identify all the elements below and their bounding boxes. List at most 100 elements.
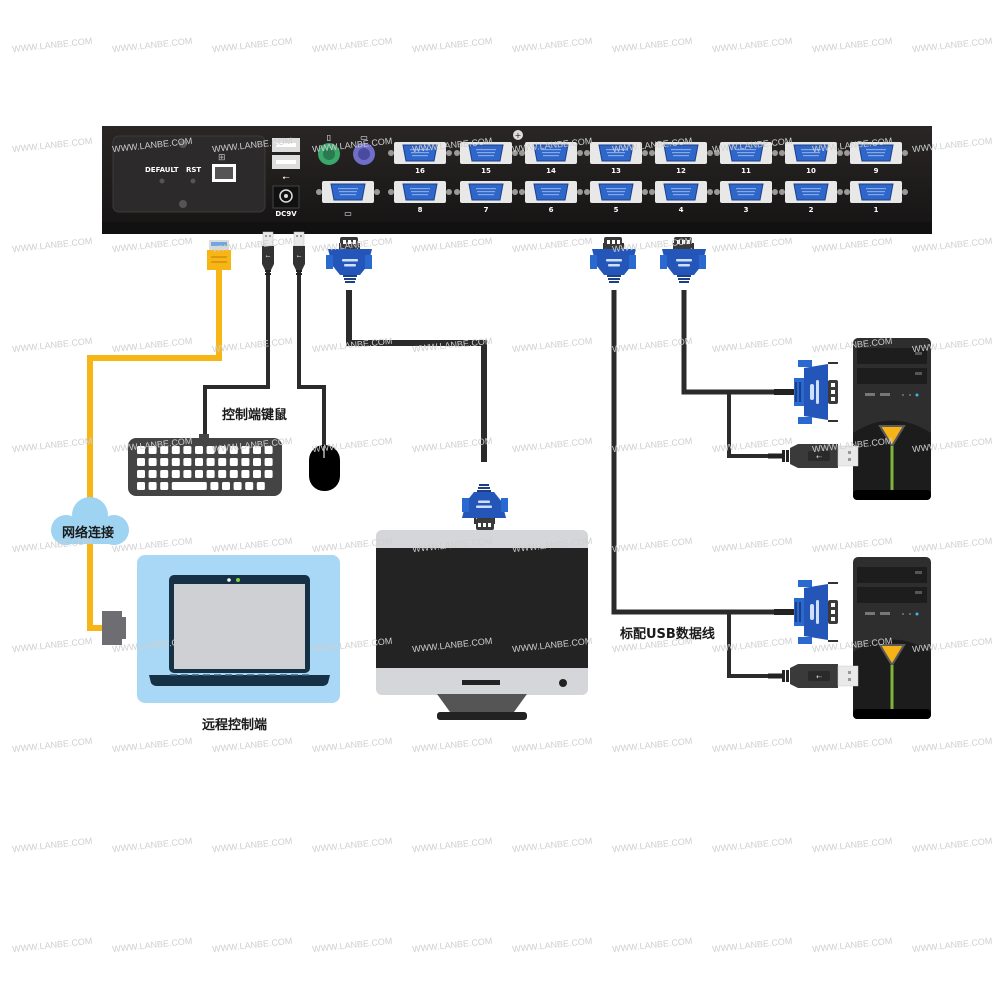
network-cloud (51, 497, 129, 545)
console-vga-plug (326, 237, 372, 283)
keyboard-key (264, 446, 273, 454)
remote-console-label: 远程控制端 (202, 718, 268, 733)
keyboard-key (264, 470, 273, 478)
pc2-usb-branch (727, 612, 768, 678)
keyboard-key (256, 482, 265, 490)
vga-port-10[interactable] (778, 141, 844, 165)
keyboard-key (171, 470, 180, 478)
keyboard-key (137, 470, 145, 478)
pc-tower-1 (852, 337, 932, 501)
keyboard-key (253, 470, 261, 478)
vga-port-11[interactable] (713, 141, 779, 165)
monitor-icon: ▭ (344, 209, 352, 218)
default-button[interactable] (159, 178, 165, 184)
keyboard-key (137, 458, 145, 466)
keyboard-key (148, 482, 157, 490)
pc1-vga-plug (774, 360, 838, 424)
port-number-label: 5 (614, 206, 619, 214)
keyboard-usb-plug (261, 231, 275, 276)
keyboard-key (264, 458, 273, 466)
port-number-label: 11 (741, 167, 751, 175)
monitor (376, 530, 588, 720)
keyboard-key (171, 458, 180, 466)
usb-icon: ⭠ (282, 173, 289, 183)
vga-port-6[interactable] (518, 180, 584, 204)
port-number-label: 7 (484, 206, 489, 214)
keyboard-key (253, 458, 261, 466)
vga-port-5[interactable] (583, 180, 649, 204)
keyboard-key (148, 446, 157, 454)
keyboard-key (137, 446, 145, 454)
console-kb-mouse-label: 控制端键鼠 (222, 408, 288, 423)
keyboard-key (241, 458, 250, 466)
cables (87, 266, 776, 678)
pc1-usb-branch (727, 392, 768, 458)
vga-port-4[interactable] (648, 180, 714, 204)
keyboard-key (160, 446, 169, 454)
port-number-label: 13 (611, 167, 621, 175)
port-number-label: 8 (418, 206, 423, 214)
keyboard-key (229, 470, 238, 478)
port-number-label: 4 (679, 206, 684, 214)
pc2-vga-plug (774, 580, 838, 644)
vga-port-9[interactable] (843, 141, 909, 165)
port-number-label: 1 (874, 206, 879, 214)
monitor-vga-plug (462, 484, 508, 530)
keyboard-spacebar (171, 482, 207, 490)
ground-screw-icon (513, 130, 523, 140)
port-number-label: 2 (809, 206, 814, 214)
keyboard-key (206, 446, 215, 454)
vga-port-8[interactable] (387, 180, 453, 204)
network-panel (112, 135, 266, 213)
mouse-cable (297, 266, 326, 448)
vga-port-16[interactable] (387, 141, 453, 165)
pc-tower-2 (852, 556, 932, 720)
keyboard-key (210, 482, 219, 490)
keyboard-key (183, 458, 192, 466)
laptop (137, 555, 340, 703)
keyboard-key (195, 470, 203, 478)
keyboard-key (148, 470, 157, 478)
keyboard-key (241, 446, 250, 454)
keyboard-key (218, 446, 227, 454)
rj45-end-plug (102, 611, 126, 645)
console-vga-port[interactable] (315, 180, 381, 204)
keyboard-key (160, 482, 169, 490)
vga-port-12[interactable] (648, 141, 714, 165)
network-icon: ⊞ (218, 153, 226, 163)
vga-port-13[interactable] (583, 141, 649, 165)
keyboard-key (183, 470, 192, 478)
vga-port-15[interactable] (453, 141, 519, 165)
power-label: DC9V (275, 210, 297, 218)
keyboard-key (195, 458, 203, 466)
keyboard-key (245, 482, 254, 490)
vga-port-14[interactable] (518, 141, 584, 165)
keyboard-key (253, 446, 261, 454)
rj45-plug (207, 240, 231, 270)
keyboard-key (206, 458, 215, 466)
vga-port-1[interactable] (843, 180, 909, 204)
port-number-label: 15 (481, 167, 491, 175)
pc2-cable (611, 290, 776, 615)
port-number-label: 16 (415, 167, 425, 175)
keyboard-key (222, 482, 230, 490)
keyboard-key (195, 446, 203, 454)
vga-port-3[interactable] (713, 180, 779, 204)
rst-button[interactable] (190, 178, 196, 184)
mouse (309, 445, 340, 491)
keyboard-key (206, 470, 215, 478)
vga-port-7[interactable] (453, 180, 519, 204)
keyboard-key (171, 446, 180, 454)
keyboard-icon: ▭ (360, 133, 368, 142)
pc2-vga-plug-kvm (590, 237, 636, 283)
keyboard-key (233, 482, 242, 490)
keyboard-key (137, 482, 145, 490)
port-number-label: 14 (546, 167, 556, 175)
port-number-label: 3 (744, 206, 749, 214)
screw-icon (179, 200, 187, 208)
vga-port-2[interactable] (778, 180, 844, 204)
